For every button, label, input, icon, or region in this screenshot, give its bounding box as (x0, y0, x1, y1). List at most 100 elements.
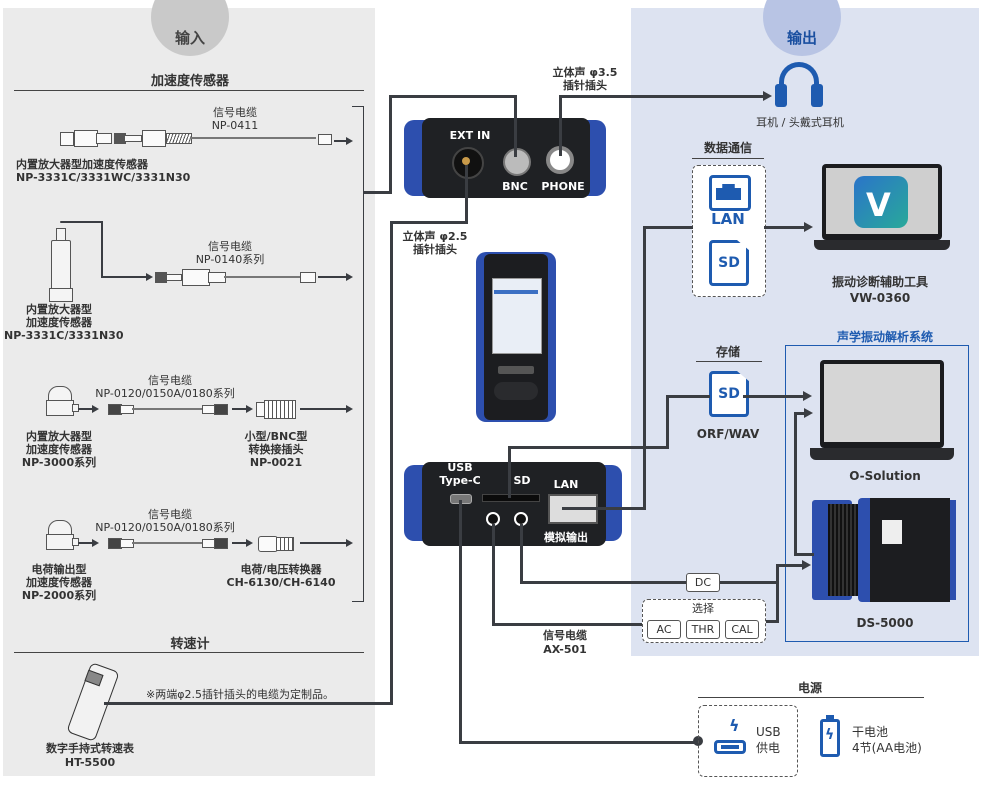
select-option-thr[interactable]: THR (686, 620, 720, 639)
select-option-ac[interactable]: AC (647, 620, 681, 639)
wire (104, 702, 393, 705)
input-badge: 输入 (151, 0, 229, 56)
storage-title: 存储 (715, 345, 740, 359)
wire (459, 741, 699, 744)
wire (508, 446, 511, 498)
power-title: 电源 (797, 681, 822, 695)
sensor-name-line1: 内置放大器型 (26, 303, 92, 316)
wire (390, 221, 393, 704)
adapter-name-line1: 小型/BNC型 (244, 430, 308, 443)
analysis-system-title: 声学振动解析系统 (836, 330, 933, 344)
port-label-bnc: BNC (502, 180, 528, 193)
usb-port-label-line2: Type-C (439, 474, 481, 487)
arrow-right-icon (346, 539, 353, 547)
arrow-right-icon (346, 405, 353, 413)
wire (520, 581, 778, 584)
arrow-right-icon (92, 539, 99, 547)
wire (764, 620, 778, 623)
wire (465, 165, 468, 223)
arrow-right-icon (763, 91, 772, 101)
sensor-name-line2: 加速度传感器 (26, 316, 92, 329)
arrow-line (300, 408, 346, 410)
arrow-line (232, 408, 246, 410)
ext-in-jack-pin (462, 157, 470, 165)
usb-power-label-line2: 供电 (756, 741, 781, 755)
usb-power-box (698, 705, 798, 777)
stereo35-label-line2: 插针插头 (563, 79, 607, 92)
sd-slot-label: SD (513, 474, 531, 487)
analog-out-label: 模拟输出 (544, 531, 588, 544)
headphones-label: 耳机 / 头戴式耳机 (756, 116, 844, 129)
output-badge: 输出 (763, 0, 841, 56)
arrow-line (78, 408, 92, 410)
software-model: VW-0360 (849, 291, 911, 305)
cable-label: 信号电缆 (208, 240, 252, 253)
wire (520, 524, 523, 583)
sensor-model: NP-2000系列 (21, 589, 97, 602)
arrow-right-icon (246, 405, 253, 413)
sensor-name: 内置放大器型加速度传感器 (16, 158, 148, 171)
arrow-line (78, 542, 92, 544)
adapter-model: CH-6130/CH-6140 (226, 576, 336, 589)
wire (643, 226, 693, 229)
wire (364, 191, 390, 194)
data-comm-title: 数据通信 (703, 141, 752, 155)
wire (459, 500, 462, 744)
port-label-phone: PHONE (541, 180, 585, 193)
sensor-lead (101, 221, 103, 277)
arrow-line (300, 542, 346, 544)
bracket-top (352, 106, 364, 107)
section-divider (692, 158, 764, 159)
sensor-lead (60, 221, 102, 223)
bnc-connector (503, 148, 531, 176)
arrow-right-icon (803, 391, 812, 401)
sensor-model: NP-3331C/3331WC/3331N30 (16, 171, 191, 184)
hardware-name: DS-5000 (856, 616, 914, 630)
sensor-model: NP-3000系列 (21, 456, 97, 469)
wire (666, 395, 710, 398)
arrow-right-icon (346, 137, 353, 145)
accelerometer-section-title: 加速度传感器 (150, 74, 229, 89)
wire (743, 395, 803, 398)
section-divider (14, 90, 364, 91)
cable-model: NP-0120/0150A/0180系列 (95, 387, 235, 400)
battery-label-line1: 干电池 (852, 725, 889, 739)
wire (776, 564, 802, 567)
sensor-name-line2: 加速度传感器 (26, 576, 92, 589)
pc-software-name: O-Solution (849, 469, 921, 483)
sensor-lead (101, 276, 147, 278)
bracket-bottom (352, 601, 364, 602)
sensor-name-line1: 电荷输出型 (31, 563, 87, 576)
wire (389, 95, 517, 98)
wire (776, 564, 779, 623)
sd-card-icon: SD (709, 240, 749, 286)
cable-label: 信号电缆 (213, 106, 257, 119)
lan-port-label: LAN (553, 478, 579, 491)
vw-app-logo-icon: V (854, 176, 908, 228)
analysis-system-box (785, 345, 969, 642)
port-label-ext-in: EXT IN (449, 129, 491, 142)
ax501-cable-label: 信号电缆 (543, 629, 587, 642)
software-name: 振动诊断辅助工具 (831, 275, 928, 289)
section-divider (698, 697, 924, 698)
wire (389, 95, 392, 194)
cable-model: NP-0120/0150A/0180系列 (95, 521, 235, 534)
wire (764, 226, 804, 229)
storage-format: ORF/WAV (696, 427, 760, 441)
usb-power-label-line1: USB (756, 725, 781, 739)
usb-port-label-line1: USB (447, 461, 473, 474)
arrow-line (334, 140, 346, 142)
select-title: 选择 (692, 602, 714, 615)
arrow-line (232, 542, 246, 544)
wire (794, 412, 797, 556)
wire (508, 446, 668, 449)
adapter-name: 电荷/电压转换器 (240, 563, 322, 576)
adapter-name-line2: 转换接插头 (248, 443, 304, 456)
cable-model: NP-0411 (211, 119, 259, 132)
sensor-name-line2: 加速度传感器 (26, 443, 92, 456)
adapter-model: NP-0021 (249, 456, 303, 469)
select-option-cal[interactable]: CAL (725, 620, 759, 639)
tachometer-name: 数字手持式转速表 (46, 742, 134, 755)
lan-label: LAN (711, 210, 745, 228)
arrow-right-icon (804, 222, 813, 232)
